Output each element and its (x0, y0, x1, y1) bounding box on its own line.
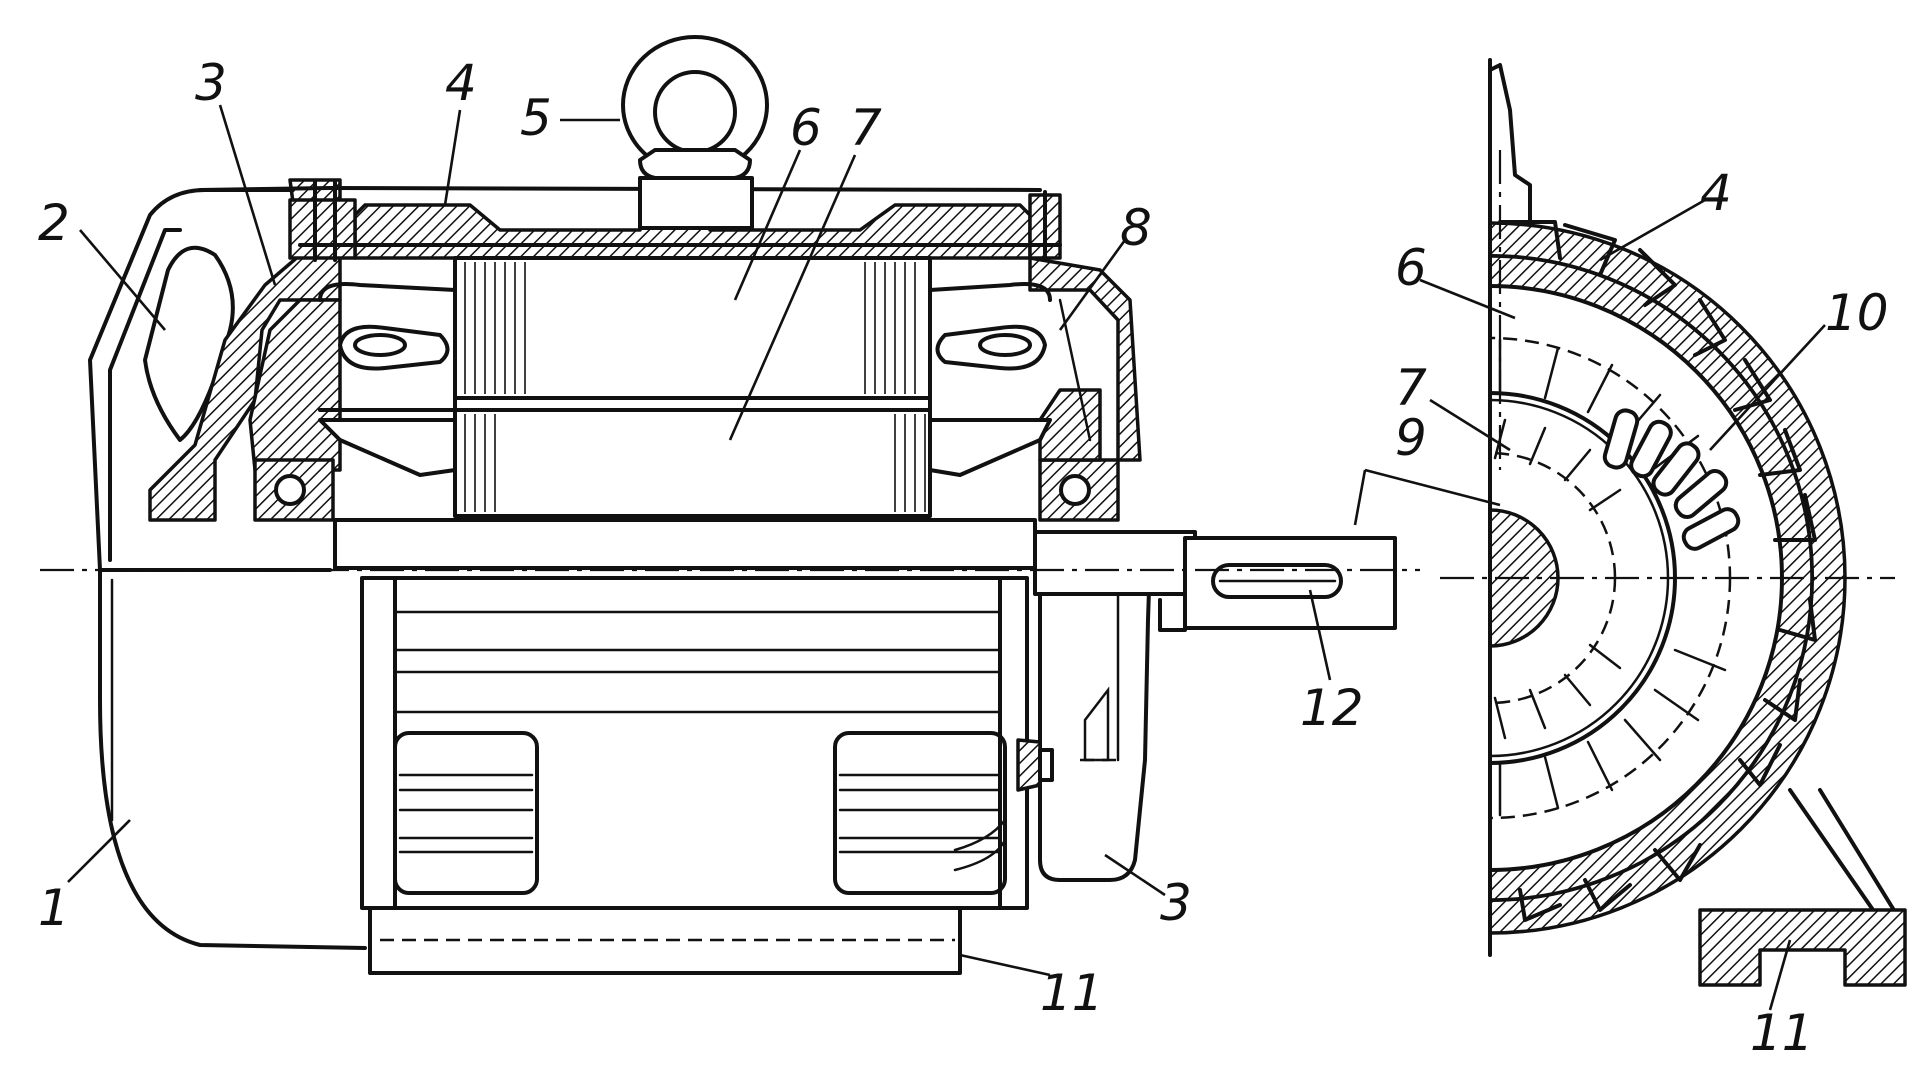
stator-core (453, 256, 932, 518)
end-shield-lower-right (1016, 538, 1152, 882)
callout-11-left: 11 (1040, 964, 1104, 1022)
end-winding-left (318, 282, 457, 477)
rotor-bars (1602, 408, 1741, 551)
fin-teeth (1498, 220, 1817, 922)
stator-laminations-left (464, 262, 526, 512)
callout-4-right: 4 (1700, 164, 1732, 222)
foot-bracket (1698, 788, 1907, 987)
callout-3-left: 3 (195, 54, 227, 112)
callout-7-left: 7 (850, 99, 882, 157)
callout-8: 8 (1120, 199, 1152, 257)
callout-10: 10 (1825, 284, 1889, 342)
callout-6-left: 6 (790, 99, 822, 157)
callout-11-right: 11 (1750, 1004, 1814, 1062)
callout-1: 1 (38, 879, 70, 937)
callout-3-right: 3 (1160, 874, 1192, 932)
callout-9: 9 (1395, 409, 1427, 467)
callout-6-right: 6 (1395, 239, 1427, 297)
callout-7-right: 7 (1395, 359, 1427, 417)
side-view (40, 35, 1420, 975)
bearing-right (1038, 458, 1120, 522)
fan-cover (88, 188, 332, 572)
eye-bolt (621, 35, 769, 230)
end-view (1440, 58, 1907, 987)
callout-5: 5 (520, 89, 552, 147)
leader-lines (67, 104, 1826, 1011)
callout-labels: 1 2 3 4 5 6 7 8 3 11 12 4 6 10 7 9 11 (38, 54, 1889, 1062)
callout-12: 12 (1300, 679, 1364, 737)
stator-laminations-right (864, 262, 926, 512)
callout-2: 2 (38, 194, 70, 252)
shaft (333, 518, 1397, 632)
bearing-left (253, 458, 335, 522)
callout-4-left: 4 (445, 54, 477, 112)
frame-lower (98, 568, 1029, 975)
end-winding-right (928, 282, 1052, 477)
